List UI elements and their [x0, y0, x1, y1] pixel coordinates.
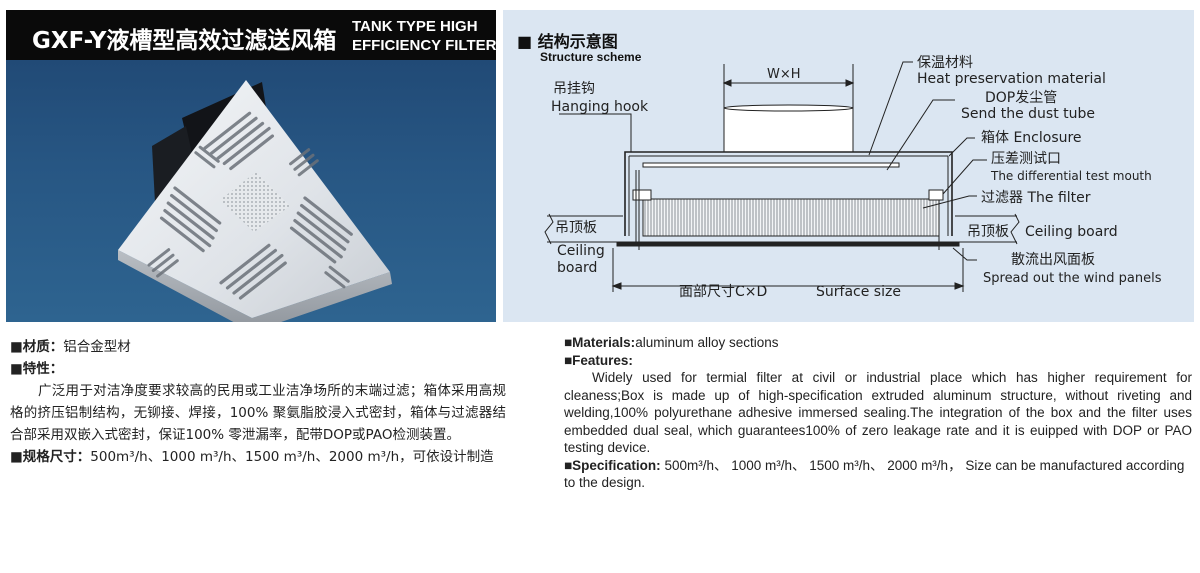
- materials-label-en: ■Materials:: [564, 335, 636, 350]
- dop-tube-en: Send the dust tube: [961, 106, 1095, 122]
- features-label-cn: ■特性：: [10, 361, 64, 377]
- product-title-en-line2: EFFICIENCY FILTER: [352, 37, 497, 54]
- ceiling-board-left-cn: 吊顶板: [555, 220, 597, 236]
- title-bar: GXF-Y液槽型高效过滤送风箱 TANK TYPE HIGH EFFICIENC…: [6, 10, 496, 60]
- wind-panel-en: Spread out the wind panels: [983, 271, 1162, 286]
- materials-label-cn: ■材质：: [10, 339, 64, 355]
- spec-label-en: ■Specification:: [564, 457, 661, 473]
- materials-value-cn: 铝合金型材: [63, 339, 131, 355]
- spec-value-cn: 500m³/h、1000 m³/h、1500 m³/h、2000 m³/h，可依…: [90, 449, 494, 465]
- ceiling-board-right-en: Ceiling board: [1025, 224, 1118, 240]
- spec-text-cn: ■材质：铝合金型材 ■特性： 广泛用于对洁净度要求较高的民用或工业洁净场所的末端…: [10, 336, 506, 468]
- dop-tube-cn: DOP发尘管: [985, 90, 1057, 106]
- ceiling-board-left-en1: Ceiling: [557, 243, 605, 259]
- insulation-en: Heat preservation material: [917, 71, 1106, 87]
- product-title-en: TANK TYPE HIGH EFFICIENCY FILTER: [352, 17, 496, 55]
- structure-diagram-panel: ■ 结构示意图 Structure scheme: [503, 10, 1194, 322]
- features-label-en: ■Features:: [564, 352, 633, 368]
- filter-label: 过滤器 The filter: [981, 190, 1091, 206]
- product-photo: [6, 60, 496, 322]
- materials-row-cn: ■材质：铝合金型材: [10, 336, 506, 358]
- slots: [147, 111, 353, 300]
- dim-wh-label: W×H: [767, 67, 801, 82]
- test-mouth-cn: 压差测试口: [991, 151, 1061, 167]
- insulation-cn: 保温材料: [917, 55, 973, 71]
- test-mouth-en: The differential test mouth: [990, 169, 1152, 183]
- features-text-cn: 广泛用于对洁净度要求较高的民用或工业洁净场所的末端过滤；箱体采用高规格的挤压铝制…: [10, 383, 506, 443]
- spec-text-en: ■Materials:aluminum alloy sections ■Feat…: [564, 334, 1192, 492]
- materials-row-en: ■Materials:aluminum alloy sections: [564, 334, 1192, 352]
- materials-value-en: aluminum alloy sections: [635, 335, 779, 350]
- section-subtitle: Structure scheme: [540, 50, 642, 64]
- spec-row-cn: ■规格尺寸：500m³/h、1000 m³/h、1500 m³/h、2000 m…: [10, 446, 506, 468]
- diffuser-illustration: [118, 80, 392, 322]
- spec-value-en: 500m³/h、 1000 m³/h、 1500 m³/h、 2000 m³/h…: [564, 457, 1185, 491]
- ceiling-board-right-cn: 吊顶板: [967, 224, 1009, 240]
- hanging-hook-cn: 吊挂钩: [553, 81, 595, 97]
- product-title-en-line1: TANK TYPE HIGH: [352, 18, 478, 35]
- spec-row-en: ■Specification: 500m³/h、 1000 m³/h、 1500…: [564, 457, 1192, 492]
- section-title: ■ 结构示意图: [517, 32, 618, 51]
- surface-size-cn: 面部尺寸C×D: [679, 284, 767, 300]
- structure-scheme: W×H 吊挂钩 Hanging hook 保温材料 Heat preservat…: [544, 55, 1162, 300]
- plate-edge: [118, 250, 392, 322]
- wind-panel-cn: 散流出风面板: [1011, 252, 1095, 268]
- features-text-en: Widely used for termial filter at civil …: [564, 370, 1192, 455]
- enclosure-label: 箱体 Enclosure: [981, 130, 1082, 146]
- perforated-center: [220, 172, 290, 232]
- spec-label-cn: ■规格尺寸：: [10, 449, 91, 465]
- product-title-cn: GXF-Y液槽型高效过滤送风箱: [32, 28, 337, 54]
- surface-size-en: Surface size: [816, 284, 901, 300]
- ceiling-board-left-en2: board: [557, 260, 597, 276]
- hanging-hook-en: Hanging hook: [551, 99, 649, 115]
